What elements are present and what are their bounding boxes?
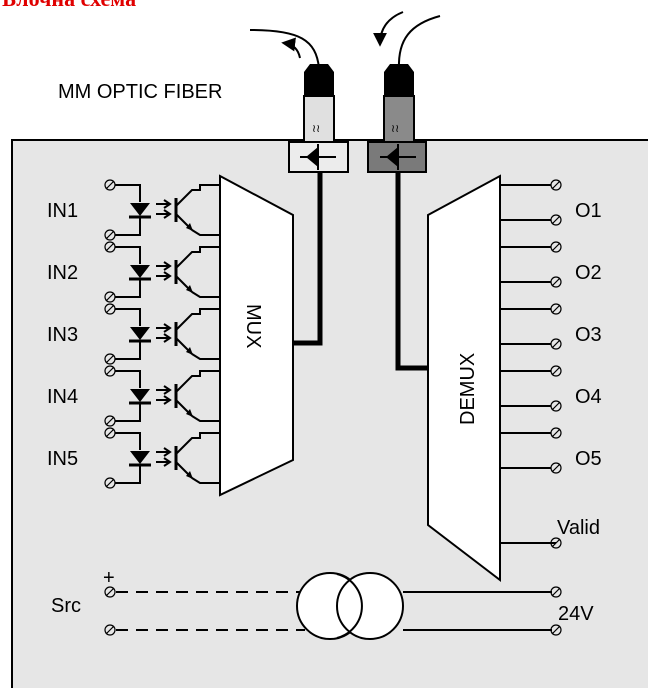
power-section: Src + 24V <box>51 567 594 640</box>
screw-terminal-icon <box>550 624 562 636</box>
rx-fiber-connector: ≀≀ <box>367 64 427 173</box>
output-label: O3 <box>575 324 602 346</box>
output-label: O2 <box>575 262 602 284</box>
mux-label: MUX <box>242 304 264 348</box>
light-emission-icon <box>156 323 172 343</box>
valid-output: Valid <box>500 517 600 549</box>
fiber-label: MM OPTIC FIBER <box>58 81 222 103</box>
input-channel: IN4 <box>47 365 220 427</box>
phototransistor-icon <box>174 308 220 360</box>
led-icon <box>129 451 151 467</box>
input-label: IN3 <box>47 324 78 346</box>
light-emission-icon <box>156 385 172 405</box>
input-label: IN2 <box>47 262 78 284</box>
output-channel: O3 <box>500 303 602 350</box>
output-label: O4 <box>575 386 602 408</box>
page-title: Блочна схема <box>2 0 136 11</box>
tx-fiber-cable <box>249 29 320 69</box>
light-emission-icon <box>156 199 172 219</box>
light-emission-icon <box>156 447 172 467</box>
screw-terminal-icon <box>104 624 116 636</box>
led-icon <box>129 265 151 281</box>
input-channel: IN3 <box>47 303 220 365</box>
phototransistor-icon <box>174 184 220 236</box>
input-channel: IN5 <box>47 427 220 489</box>
input-label: IN1 <box>47 200 78 222</box>
photodiode-icon <box>300 144 336 170</box>
demux-label: DEMUX <box>457 353 479 425</box>
rx-signal-line <box>395 172 428 371</box>
screw-terminal-icon <box>550 537 562 549</box>
output-channel: O4 <box>500 365 602 412</box>
svg-text:≀≀: ≀≀ <box>391 122 399 135</box>
tx-fiber-connector: ≀≀ <box>288 64 349 173</box>
screw-terminal-icon <box>550 276 562 288</box>
screw-terminal-icon <box>550 400 562 412</box>
led-icon <box>129 389 151 405</box>
src-label: Src <box>51 595 81 617</box>
led-icon <box>129 203 151 219</box>
input-channel: IN2 <box>47 241 220 303</box>
phototransistor-icon <box>174 246 220 298</box>
demux-block: DEMUX <box>427 174 501 583</box>
output-channel: O2 <box>500 241 602 288</box>
rx-fiber-cable <box>373 11 441 69</box>
plus-label: + <box>103 567 115 589</box>
input-label: IN5 <box>47 448 78 470</box>
light-emission-icon <box>156 261 172 281</box>
input-label: IN4 <box>47 386 78 408</box>
screw-terminal-icon <box>550 462 562 474</box>
output-channel: O1 <box>500 179 602 226</box>
screw-terminal-icon <box>550 338 562 350</box>
phototransistor-icon <box>174 370 220 422</box>
svg-text:≀≀: ≀≀ <box>312 122 320 135</box>
valid-label: Valid <box>557 517 600 539</box>
led-icon <box>129 327 151 343</box>
input-channel: IN1 <box>47 179 220 241</box>
output-channel: O5 <box>500 427 602 474</box>
photodiode-icon <box>380 144 416 170</box>
power-label: 24V <box>558 603 594 625</box>
screw-terminal-icon <box>550 241 562 253</box>
screw-terminal-icon <box>550 427 562 439</box>
screw-terminal-icon <box>104 586 116 598</box>
screw-terminal-icon <box>550 214 562 226</box>
screw-terminal-icon <box>550 303 562 315</box>
screw-terminal-icon <box>550 586 562 598</box>
output-label: O5 <box>575 448 602 470</box>
output-label: O1 <box>575 200 602 222</box>
phototransistor-icon <box>174 432 220 484</box>
screw-terminal-icon <box>550 365 562 377</box>
transformer-icon <box>296 572 404 640</box>
screw-terminal-icon <box>550 179 562 191</box>
tx-signal-line <box>293 172 323 346</box>
mux-block: MUX <box>219 174 294 497</box>
